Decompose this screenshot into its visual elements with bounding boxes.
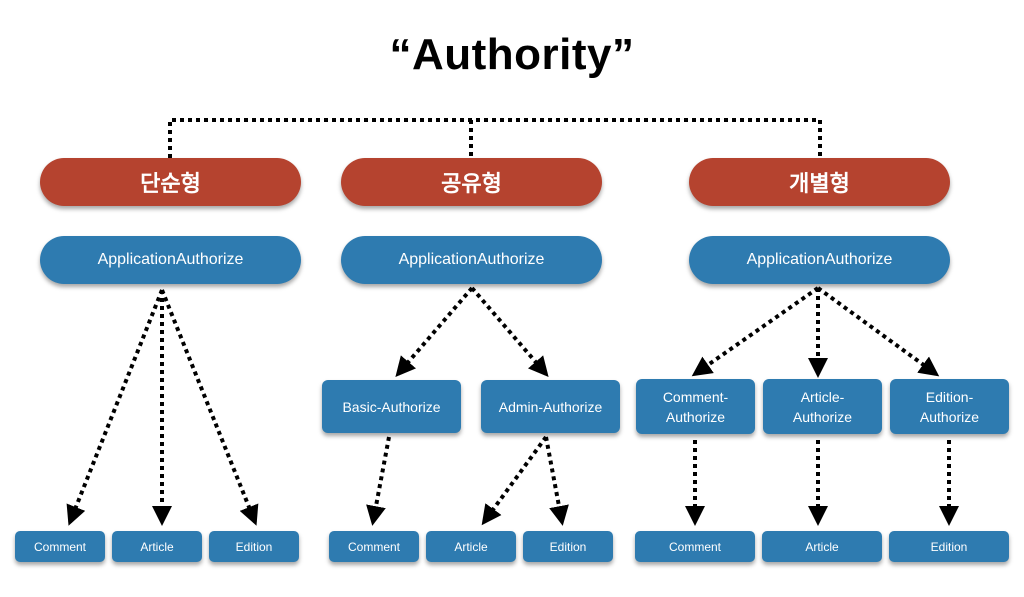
leaf-comment: Comment [329, 531, 419, 562]
comment-authorize: Comment- Authorize [636, 379, 755, 434]
arrow-simple-to-edition [160, 289, 259, 526]
leaf-edition: Edition [209, 531, 299, 562]
type-simple: 단순형 [40, 158, 301, 206]
diagram-title: “Authority” [389, 30, 635, 79]
arrow-shared-to-admin [470, 286, 549, 378]
leaf-comment: Comment [635, 531, 755, 562]
app-authorize-simple: ApplicationAuthorize [40, 236, 301, 284]
leaf-edition: Edition [523, 531, 613, 562]
arrow-simple-to-comment [66, 289, 164, 526]
type-individual: 개별형 [689, 158, 950, 206]
app-authorize-individual: ApplicationAuthorize [689, 236, 950, 284]
leaf-edition: Edition [889, 531, 1009, 562]
admin-authorize: Admin-Authorize [481, 380, 620, 433]
article-authorize: Article- Authorize [763, 379, 882, 434]
basic-authorize: Basic-Authorize [322, 380, 461, 433]
arrow-admin-to-edition [544, 436, 569, 526]
arrow-admin-to-article [481, 435, 548, 526]
arrow-individual-to-comment-auth [691, 286, 820, 377]
leaf-article: Article [112, 531, 202, 562]
arrow-shared-to-basic [395, 286, 474, 378]
type-shared: 공유형 [341, 158, 602, 206]
top-bracket-connector [168, 118, 822, 158]
arrow-basic-to-comment [366, 436, 391, 526]
leaf-article: Article [762, 531, 882, 562]
edition-authorize: Edition- Authorize [890, 379, 1009, 434]
leaf-comment: Comment [15, 531, 105, 562]
arrow-individual-to-edition-auth [816, 286, 940, 377]
leaf-article: Article [426, 531, 516, 562]
app-authorize-shared: ApplicationAuthorize [341, 236, 602, 284]
